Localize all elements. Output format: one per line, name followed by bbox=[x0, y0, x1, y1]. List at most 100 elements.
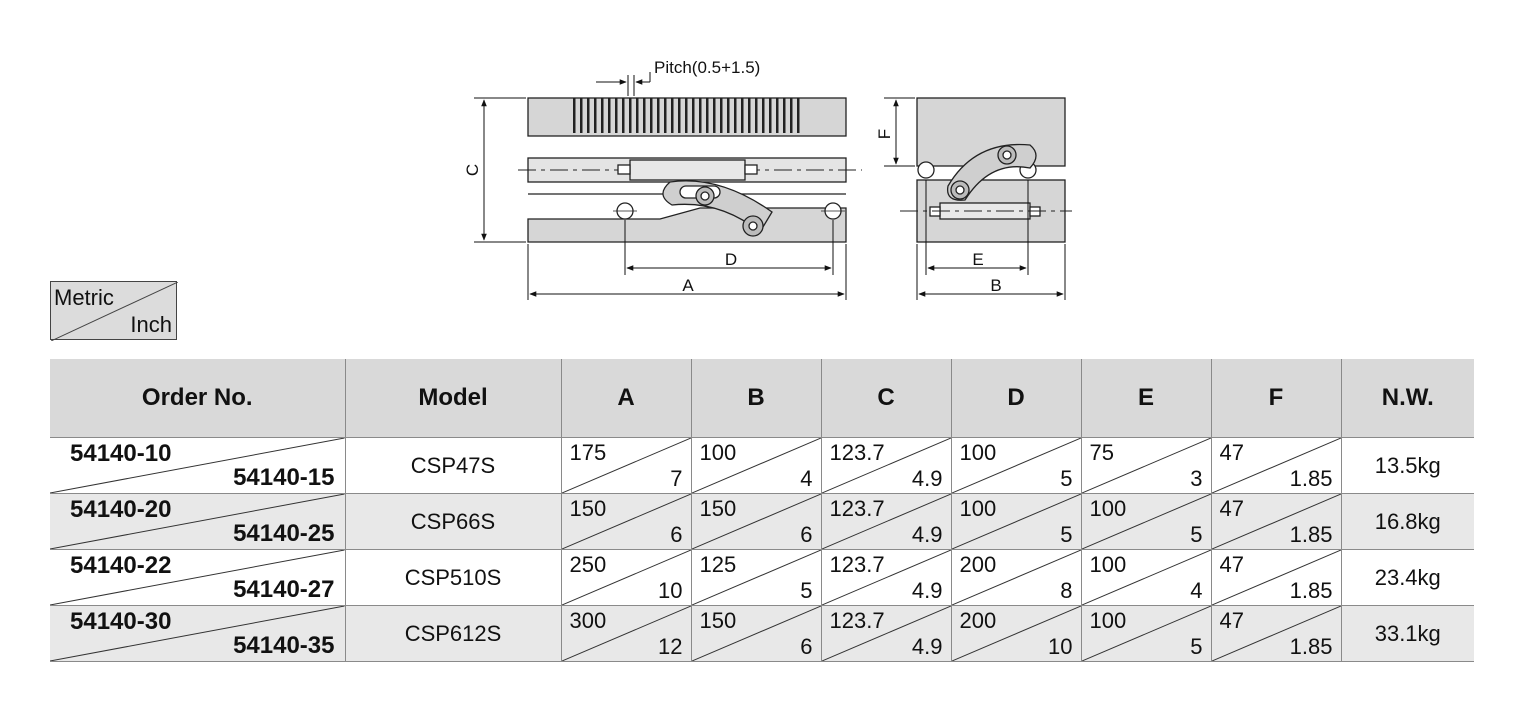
value-mm: 100 bbox=[1089, 496, 1127, 521]
cell-diagonal bbox=[50, 494, 345, 549]
value-inch: 3 bbox=[1190, 466, 1203, 491]
dim-b-label: B bbox=[990, 276, 1001, 295]
side-view bbox=[900, 97, 1072, 243]
cell-diagonal bbox=[562, 438, 691, 493]
order-inch: 54140-25 bbox=[233, 520, 335, 547]
cell-diagonal bbox=[692, 550, 821, 605]
order-inch: 54140-15 bbox=[233, 464, 335, 491]
header-nw: N.W. bbox=[1340, 359, 1474, 438]
header-e: E bbox=[1080, 359, 1211, 438]
header-model: Model bbox=[344, 359, 561, 438]
serrations bbox=[573, 98, 800, 133]
cell-diagonal bbox=[1212, 606, 1341, 661]
value-inch: 6 bbox=[670, 522, 683, 547]
value-inch: 10 bbox=[658, 578, 683, 603]
order-metric: 54140-22 bbox=[70, 552, 172, 579]
cell-diagonal bbox=[50, 550, 345, 605]
nw-cell: 16.8kg bbox=[1340, 493, 1474, 550]
value-mm: 100 bbox=[1089, 608, 1127, 633]
legend-diagonal bbox=[51, 282, 178, 341]
dim-c-label: C bbox=[463, 164, 482, 176]
value-mm: 47 bbox=[1219, 440, 1244, 465]
value-mm: 150 bbox=[699, 496, 737, 521]
dim-d-cell: 100 5 bbox=[950, 493, 1081, 550]
cell-diagonal bbox=[562, 606, 691, 661]
legend-metric: Metric bbox=[54, 285, 114, 310]
cell-diagonal bbox=[692, 438, 821, 493]
cell-diagonal bbox=[822, 606, 951, 661]
value-mm: 123.7 bbox=[829, 552, 885, 577]
value-inch: 12 bbox=[658, 634, 683, 659]
value-inch: 1.85 bbox=[1289, 634, 1333, 659]
value-inch: 5 bbox=[1060, 466, 1073, 491]
value-inch: 6 bbox=[800, 634, 813, 659]
value-inch: 1.85 bbox=[1289, 578, 1333, 603]
header-order-no: Order No. bbox=[50, 359, 345, 438]
order-cell: 54140-20 54140-25 bbox=[50, 493, 345, 550]
dim-e-cell: 100 4 bbox=[1080, 549, 1211, 606]
dim-e-cell: 75 3 bbox=[1080, 437, 1211, 494]
front-view bbox=[518, 97, 862, 243]
value-inch: 5 bbox=[1190, 522, 1203, 547]
nw-cell: 33.1kg bbox=[1340, 605, 1474, 662]
value-inch: 4 bbox=[1190, 578, 1203, 603]
cell-diagonal bbox=[1212, 494, 1341, 549]
value-inch: 4 bbox=[800, 466, 813, 491]
cell-diagonal bbox=[822, 438, 951, 493]
order-inch: 54140-35 bbox=[233, 632, 335, 659]
cell-diagonal bbox=[1082, 550, 1211, 605]
value-mm: 250 bbox=[569, 552, 607, 577]
value-mm: 123.7 bbox=[829, 440, 885, 465]
dim-d-cell: 100 5 bbox=[950, 437, 1081, 494]
value-mm: 200 bbox=[959, 608, 997, 633]
value-inch: 4.9 bbox=[911, 634, 943, 659]
value-mm: 125 bbox=[699, 552, 737, 577]
value-mm: 175 bbox=[569, 440, 607, 465]
dim-f-label: F bbox=[875, 129, 894, 139]
unit-legend: Metric Inch bbox=[50, 281, 178, 341]
value-inch: 8 bbox=[1060, 578, 1073, 603]
dim-a-label: A bbox=[682, 276, 694, 295]
value-inch: 5 bbox=[1060, 522, 1073, 547]
cell-diagonal bbox=[822, 550, 951, 605]
header-f: F bbox=[1210, 359, 1341, 438]
value-inch: 4.9 bbox=[911, 522, 943, 547]
header-a: A bbox=[560, 359, 691, 438]
model-cell: CSP66S bbox=[344, 493, 561, 550]
cell-diagonal bbox=[692, 494, 821, 549]
order-inch: 54140-27 bbox=[233, 576, 335, 603]
value-mm: 100 bbox=[959, 440, 997, 465]
value-mm: 75 bbox=[1089, 440, 1114, 465]
model-cell: CSP47S bbox=[344, 437, 561, 494]
dim-c-cell: 123.7 4.9 bbox=[820, 437, 951, 494]
order-metric: 54140-30 bbox=[70, 608, 172, 635]
cell-diagonal bbox=[50, 438, 345, 493]
cell-diagonal bbox=[952, 550, 1081, 605]
value-mm: 100 bbox=[1089, 552, 1127, 577]
value-inch: 5 bbox=[800, 578, 813, 603]
cell-diagonal bbox=[50, 606, 345, 661]
dim-b-cell: 125 5 bbox=[690, 549, 821, 606]
value-inch: 1.85 bbox=[1289, 466, 1333, 491]
cell-diagonal bbox=[952, 438, 1081, 493]
cell-diagonal bbox=[952, 606, 1081, 661]
header-row: Order No. Model A B C D E F N.W. bbox=[50, 359, 1474, 438]
value-inch: 4.9 bbox=[911, 466, 943, 491]
value-mm: 200 bbox=[959, 552, 997, 577]
dim-e-cell: 100 5 bbox=[1080, 493, 1211, 550]
value-mm: 100 bbox=[959, 496, 997, 521]
order-metric: 54140-20 bbox=[70, 496, 172, 523]
cell-diagonal bbox=[562, 550, 691, 605]
header-d: D bbox=[950, 359, 1081, 438]
